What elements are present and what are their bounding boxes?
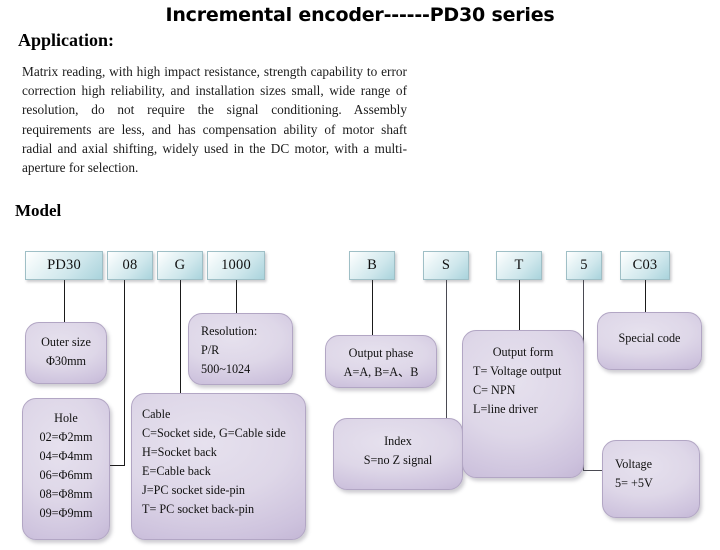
application-heading: Application: <box>18 30 115 50</box>
desc-box-output-phase[interactable]: Output phase A=A, B=A、B <box>325 335 437 388</box>
desc-line: A=A, B=A、B <box>343 365 419 379</box>
desc-box-special-code[interactable]: Special code <box>597 312 702 370</box>
connector-hole-vertical <box>124 280 126 466</box>
connector-cable <box>180 280 182 393</box>
desc-line: Cable <box>142 407 171 421</box>
desc-line: 02=Φ2mm <box>39 430 93 444</box>
connector-special-code <box>645 280 647 312</box>
connector-voltage-horizontal <box>583 470 603 472</box>
connector-resolution <box>236 280 238 313</box>
code-box-1000[interactable]: 1000 <box>207 251 265 280</box>
desc-box-output-form[interactable]: Output form T= Voltage output C= NPN L=l… <box>462 330 584 478</box>
desc-line: Output phase <box>348 346 414 360</box>
desc-line: H=Socket back <box>142 445 217 459</box>
desc-line: Resolution: <box>201 324 258 338</box>
desc-line: E=Cable back <box>142 464 211 478</box>
desc-box-voltage[interactable]: Voltage 5= +5V <box>602 440 700 518</box>
connector-output-form <box>519 280 521 330</box>
desc-line: Voltage <box>615 457 653 471</box>
desc-line: 06=Φ6mm <box>39 468 93 482</box>
desc-line: P/R <box>201 343 220 357</box>
desc-box-hole[interactable]: Hole 02=Φ2mm 04=Φ4mm 06=Φ6mm 08=Φ8mm 09=… <box>22 398 110 540</box>
code-box-b[interactable]: B <box>349 251 395 280</box>
code-box-5[interactable]: 5 <box>566 251 602 280</box>
code-box-t[interactable]: T <box>496 251 542 280</box>
application-paragraph: Matrix reading, with high impact resista… <box>22 64 407 176</box>
desc-box-outer-size[interactable]: Outer size Φ30mm <box>25 322 107 384</box>
page-title: Incremental encoder------PD30 series <box>165 4 555 26</box>
desc-line: 09=Φ9mm <box>39 506 93 520</box>
desc-line: Hole <box>54 411 78 425</box>
desc-line: C=Socket side, G=Cable side <box>142 426 286 440</box>
connector-hole-horizontal <box>110 465 125 467</box>
desc-line: T= PC socket back-pin <box>142 502 255 516</box>
desc-line: J=PC socket side-pin <box>142 483 246 497</box>
desc-line: 04=Φ4mm <box>39 449 93 463</box>
code-box-08[interactable]: 08 <box>107 251 153 280</box>
desc-line: Outer size <box>41 335 91 349</box>
code-box-s[interactable]: S <box>423 251 469 280</box>
code-box-g[interactable]: G <box>157 251 203 280</box>
desc-line: S=no Z signal <box>363 453 433 467</box>
model-heading: Model <box>15 201 62 220</box>
code-box-pd30[interactable]: PD30 <box>25 251 103 280</box>
connector-index <box>446 280 448 425</box>
desc-line: T= Voltage output <box>473 364 562 378</box>
desc-line: Special code <box>618 331 681 345</box>
connector-outer-size <box>64 280 66 322</box>
desc-box-index[interactable]: Index S=no Z signal <box>333 418 463 490</box>
desc-line: Output form <box>492 345 554 359</box>
desc-line: C= NPN <box>473 383 516 397</box>
desc-line: Index <box>384 434 412 448</box>
desc-line: 08=Φ8mm <box>39 487 93 501</box>
desc-line: 5= +5V <box>615 476 653 490</box>
connector-output-phase <box>372 280 374 335</box>
code-box-c03[interactable]: C03 <box>620 251 670 280</box>
desc-line: L=line driver <box>473 402 538 416</box>
desc-line: 500~1024 <box>201 362 251 376</box>
desc-line: Φ30mm <box>45 354 87 368</box>
desc-box-cable[interactable]: Cable C=Socket side, G=Cable side H=Sock… <box>131 393 306 540</box>
desc-box-resolution[interactable]: Resolution: P/R 500~1024 <box>188 313 293 385</box>
